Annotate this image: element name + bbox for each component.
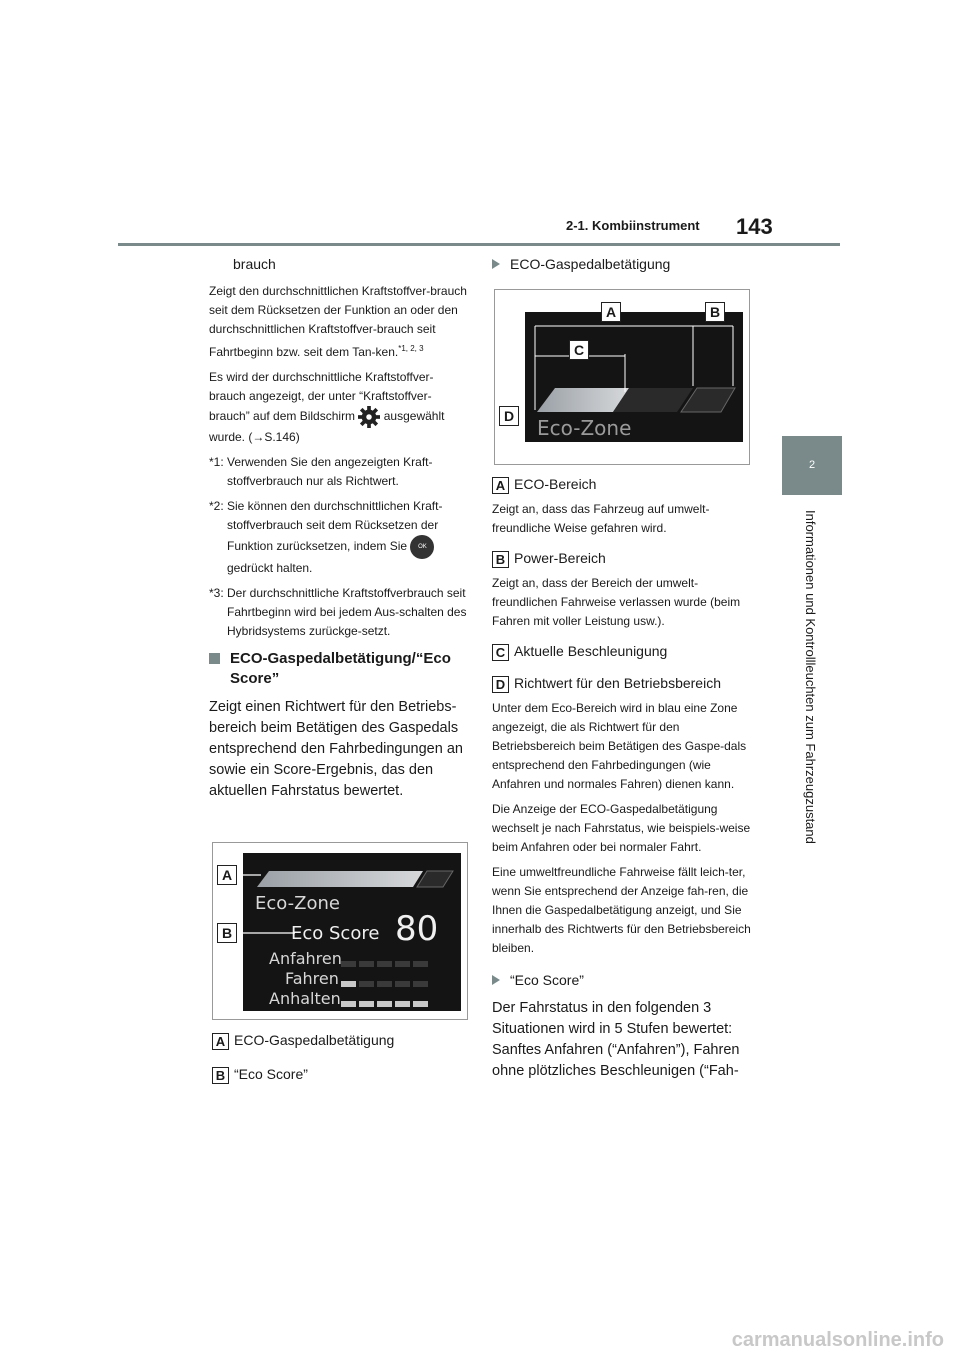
subsection-eco-score: “Eco Score”	[492, 970, 754, 990]
score-segment	[413, 1001, 428, 1007]
chapter-side-title: Informationen und Kontrollleuchten zum F…	[803, 510, 818, 844]
legend-b: B“Eco Score”	[212, 1064, 472, 1084]
callout-d: D	[499, 406, 519, 426]
row-label-fahren: Fahren	[285, 969, 339, 988]
left-column: brauch Zeigt den durchschnittlichen Kraf…	[209, 254, 469, 810]
section-body: Zeigt einen Richtwert für den Betriebs-b…	[209, 699, 463, 799]
eco-pedal-display: Eco-Zone	[525, 312, 743, 442]
score-segment	[359, 981, 374, 987]
ok-button-icon: OK	[410, 535, 435, 559]
score-segment	[395, 961, 410, 967]
right-column-top: ECO-Gaspedalbetätigung	[492, 254, 758, 282]
section-heading: ECO-Gaspedalbetätigung/“Eco Score”	[209, 649, 469, 689]
subsection-eco-pedal: ECO-Gaspedalbetätigung	[492, 254, 758, 274]
score-segment	[341, 1001, 356, 1007]
score-segment	[341, 961, 356, 967]
score-segment	[377, 981, 392, 987]
footnote-ref: *1, 2, 3	[398, 344, 424, 353]
callout-b-2: B	[705, 302, 725, 322]
eco-score-display: Eco-Zone Eco Score 80 Anfahren Fahren An…	[243, 853, 461, 1011]
footnote-2: *2: Sie können den durchschnittlichen Kr…	[209, 499, 443, 575]
eco-zone-label-2: Eco-Zone	[537, 416, 632, 440]
section-header: 2-1. Kombiinstrument	[566, 218, 700, 233]
eco-score-label: Eco Score	[291, 923, 380, 944]
row-label-anfahren: Anfahren	[269, 949, 342, 968]
score-rows-graphic	[341, 961, 428, 1007]
score-segment	[395, 981, 410, 987]
score-segment	[359, 1001, 374, 1007]
eco-score-figure: Eco-Zone Eco Score 80 Anfahren Fahren An…	[212, 842, 468, 1020]
callout-a-2: A	[601, 302, 621, 322]
score-segment	[359, 961, 374, 967]
score-segment	[341, 981, 356, 987]
callout-c: C	[569, 340, 589, 360]
d-paragraph-3: Eine umweltfreundliche Fahrweise fällt l…	[492, 865, 751, 955]
row-label-anhalten: Anhalten	[269, 989, 341, 1008]
eco-score-value: 80	[395, 909, 439, 949]
score-segment	[413, 981, 428, 987]
score-segment	[395, 1001, 410, 1007]
triangle-bullet-icon	[492, 975, 500, 985]
avg-fuel-paragraph: Zeigt den durchschnittlichen Kraftstoffv…	[209, 284, 467, 359]
d-paragraph-2: Die Anzeige der ECO-Gaspedalbetätigung w…	[492, 802, 751, 854]
chapter-tab: 2	[782, 436, 842, 495]
triangle-bullet-icon	[492, 259, 500, 269]
continued-title: brauch	[233, 256, 276, 272]
score-segment	[377, 961, 392, 967]
item-b-body: Zeigt an, dass der Bereich der umwelt-fr…	[492, 576, 741, 628]
gear-icon	[358, 406, 381, 428]
d-paragraph-1: Unter dem Eco-Bereich wird in blau eine …	[492, 701, 747, 791]
footnote-1: *1: Verwenden Sie den angezeigten Kraft-…	[209, 455, 433, 488]
avg-fuel-setting-paragraph: Es wird der durchschnittliche Kraftstoff…	[209, 370, 445, 444]
page-number: 143	[736, 214, 773, 239]
score-segment	[413, 961, 428, 967]
eco-zone-label: Eco-Zone	[255, 893, 340, 914]
header-rule	[118, 243, 840, 246]
item-a-body: Zeigt an, dass das Fahrzeug auf umwelt-f…	[492, 502, 710, 535]
eco-score-body: Der Fahrstatus in den folgenden 3 Situat…	[492, 1000, 740, 1079]
callout-a: A	[217, 865, 237, 885]
watermark: carmanualsonline.info	[731, 1329, 944, 1351]
callout-b: B	[217, 923, 237, 943]
eco-pedal-figure: Eco-Zone A B C D	[494, 289, 750, 465]
section-square-icon	[209, 653, 220, 664]
eco-bar-graphic	[257, 870, 454, 888]
footnote-3: *3: Der durchschnittliche Kraftstoffverb…	[209, 586, 467, 638]
callout-leaders	[237, 874, 295, 934]
score-segment	[377, 1001, 392, 1007]
